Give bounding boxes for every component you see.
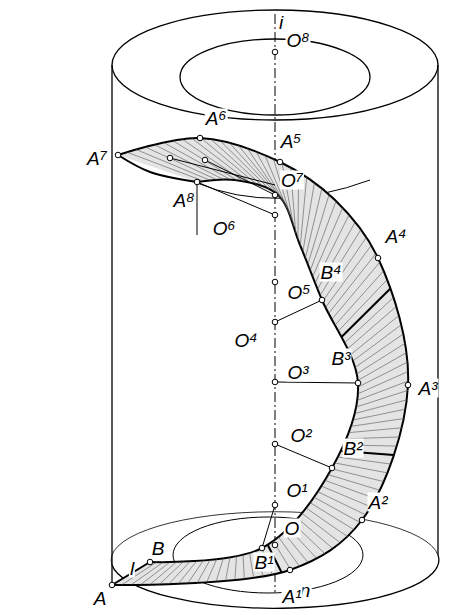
- point-label: O²: [289, 426, 312, 445]
- point-label: O⁷: [280, 171, 304, 190]
- helicoid-band: [112, 138, 408, 585]
- point-label: B⁴: [320, 263, 343, 282]
- point-label: O⁶: [212, 219, 237, 238]
- point-label: A³: [418, 379, 439, 398]
- point-markers: [109, 49, 411, 588]
- point-label: A⁸: [173, 191, 196, 210]
- point-label: O³: [286, 363, 309, 382]
- point-label: l: [129, 559, 135, 578]
- cylinder: [111, 10, 439, 608]
- point-label: A⁷: [86, 149, 108, 168]
- point-label: A⁴: [385, 227, 408, 246]
- point-label: A²: [368, 493, 389, 512]
- point-label: O⁴: [233, 331, 258, 350]
- point-label: O⁸: [286, 31, 311, 50]
- point-label: i: [278, 13, 284, 32]
- point-label: A¹: [282, 587, 303, 606]
- point-label: B²: [343, 439, 364, 458]
- point-label: O: [284, 519, 301, 538]
- point-label: A⁶: [205, 109, 228, 128]
- point-label: O¹: [285, 481, 308, 500]
- point-label: B¹: [254, 553, 275, 572]
- radius-lines: [170, 158, 358, 548]
- point-label: O⁵: [287, 283, 312, 302]
- point-label: B: [151, 539, 166, 558]
- point-label: A: [93, 589, 108, 608]
- point-label: A⁵: [280, 132, 303, 151]
- point-label: B³: [331, 349, 352, 368]
